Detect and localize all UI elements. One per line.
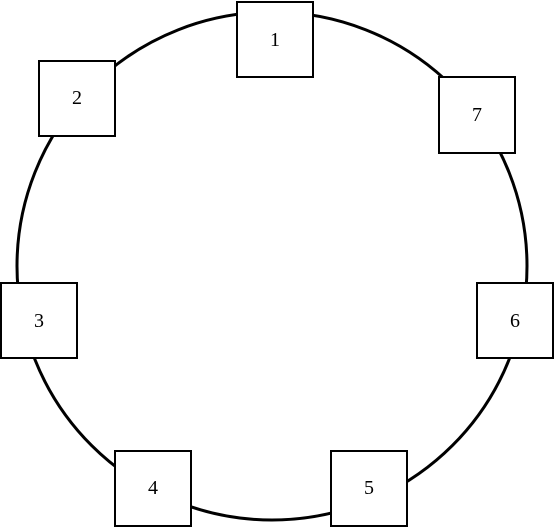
node-box <box>330 450 408 527</box>
node-1: 1 <box>236 1 314 78</box>
node-label: 7 <box>472 104 482 126</box>
node-box <box>438 76 516 154</box>
node-6: 6 <box>476 282 554 359</box>
node-box <box>38 60 116 137</box>
node-label: 2 <box>72 87 82 109</box>
node-box <box>114 450 192 527</box>
node-3: 3 <box>0 282 78 359</box>
node-box <box>476 282 554 359</box>
node-4: 4 <box>114 450 192 527</box>
node-label: 5 <box>364 477 374 499</box>
node-7: 7 <box>438 76 516 154</box>
node-label: 6 <box>510 310 520 332</box>
node-box <box>236 1 314 78</box>
node-label: 3 <box>34 310 44 332</box>
node-label: 1 <box>270 29 280 51</box>
node-5: 5 <box>330 450 408 527</box>
node-label: 4 <box>148 477 158 499</box>
node-box <box>0 282 78 359</box>
node-2: 2 <box>38 60 116 137</box>
